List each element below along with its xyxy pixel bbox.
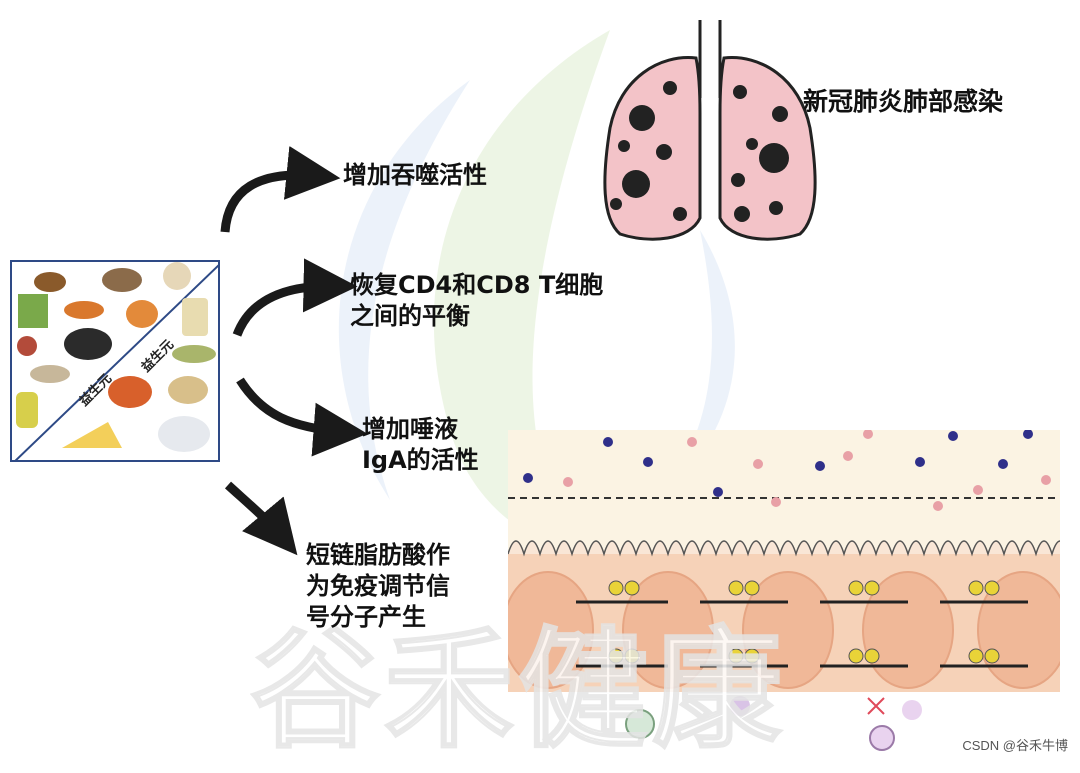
arrow-to-scfa (224, 481, 298, 556)
label-salivary-iga: 增加唾液 IgA的活性 (362, 415, 479, 474)
food-illustration (14, 262, 218, 460)
source-watermark: CSDN @谷禾牛博 (962, 738, 1068, 753)
arrow-to-phagocytosis (220, 146, 341, 233)
food-panel: 益生元 益生元 (10, 260, 220, 462)
arrow-to-cd4-cd8 (232, 258, 358, 337)
immune-cells (625, 696, 922, 751)
center-watermark-text: 谷禾健康 (249, 613, 787, 767)
lungs-illustration (603, 20, 817, 241)
label-cd4-cd8-balance: 恢复CD4和CD8 T细胞 之间的平衡 (350, 271, 604, 330)
label-lung-infection: 新冠肺炎肺部感染 (803, 87, 1004, 116)
arrow-to-iga (236, 377, 368, 457)
label-scfa-signaling: 短链脂肪酸作 为免疫调节信 号分子产生 (306, 541, 450, 631)
label-phagocytosis: 增加吞噬活性 (343, 161, 487, 189)
gut-mucosa-illustration (508, 430, 1060, 692)
virus-particles (610, 81, 789, 222)
